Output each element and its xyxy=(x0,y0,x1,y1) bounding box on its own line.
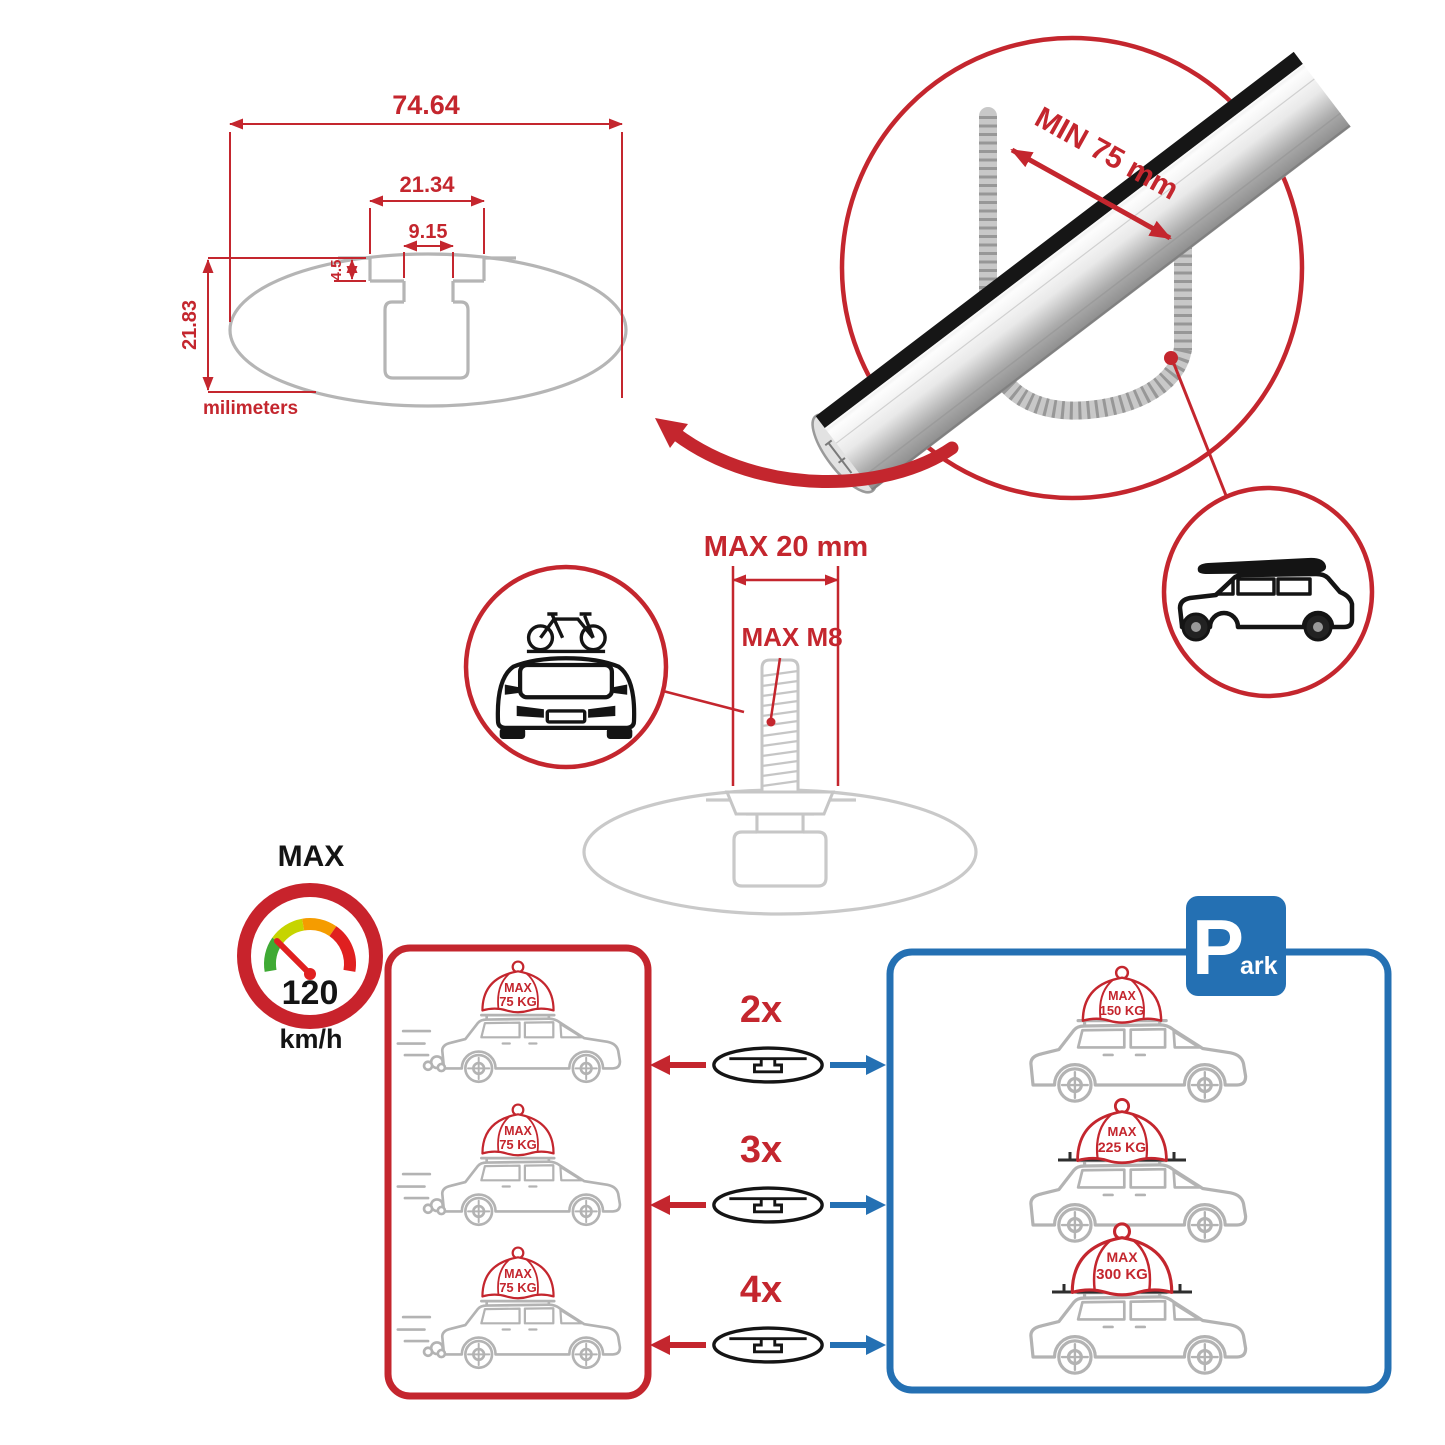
driving-panel: MAX 75 KG MAX 75 KG MAX 75 KG xyxy=(384,944,652,1400)
cargo-max-label: MAX xyxy=(504,1267,532,1281)
speed-limit-badge: MAX 120 km/h xyxy=(237,840,383,1054)
right-car-row: MAX 150 KG xyxy=(1029,965,1248,1103)
roofbox-car-circle xyxy=(1161,485,1375,699)
headlight-icon xyxy=(588,705,616,718)
cargo-max-label: MAX xyxy=(1106,1249,1138,1265)
crossbar-count-column: 2x 3x 4x xyxy=(650,989,886,1364)
dim-step-depth-label: 4.5 xyxy=(328,260,345,281)
cargo-max-label: MAX xyxy=(1108,989,1136,1003)
cargo-weight-label: 300 KG xyxy=(1096,1266,1148,1283)
count-label: 3x xyxy=(740,1129,782,1171)
park-sign: P ark xyxy=(1186,896,1286,996)
parking-panel: MAX 150 KG MAX 225 KG MAX 300 KG P ark xyxy=(886,896,1392,1394)
count-row: 4x xyxy=(650,1269,886,1364)
cargo-max-label: MAX xyxy=(504,1124,532,1138)
count-label: 4x xyxy=(740,1269,782,1311)
tbolt-diagram: MAX 20 mm MAX M8 xyxy=(463,531,978,916)
crossbar-cross-section-icon xyxy=(712,1326,824,1364)
max-plate-label: MAX 20 mm xyxy=(704,531,868,563)
roof-box-icon xyxy=(1197,557,1327,574)
right-car-row: MAX 300 KG xyxy=(1029,1222,1248,1375)
curved-pointer-arrow xyxy=(655,418,959,488)
cargo-weight-label: 225 KG xyxy=(1098,1139,1146,1155)
callout-dot xyxy=(1164,351,1178,365)
right-car-row: MAX 225 KG xyxy=(1029,1098,1248,1243)
dim-total-width-label: 74.64 xyxy=(392,90,460,120)
bar-profile-outline xyxy=(228,252,628,408)
crossbar-render xyxy=(811,51,1351,494)
cargo-max-label: MAX xyxy=(1108,1124,1137,1139)
left-car-row: MAX 75 KG xyxy=(396,960,622,1084)
cargo-weight-label: 75 KG xyxy=(499,1280,537,1295)
count-row: 2x xyxy=(650,989,886,1084)
max-thread-label: MAX M8 xyxy=(741,622,842,652)
dim-slot-width-label: 9.15 xyxy=(409,221,448,243)
rubber-strip xyxy=(815,51,1303,429)
left-car-row: MAX 75 KG xyxy=(396,1103,622,1227)
crossbar-detail-circle: MIN 75 mm xyxy=(811,35,1351,501)
dim-channel-width-label: 21.34 xyxy=(399,172,455,197)
bolt-threads xyxy=(761,669,799,788)
bike-car-circle xyxy=(463,564,745,770)
max-plate-dimension xyxy=(731,566,840,786)
speed-max-label: MAX xyxy=(278,840,345,873)
speedometer-icon xyxy=(264,918,356,977)
cargo-max-label: MAX xyxy=(504,981,532,995)
headlight-icon xyxy=(516,705,544,718)
thread-callout-dot xyxy=(766,717,776,727)
park-letter: P xyxy=(1192,903,1244,991)
units-label: milimeters xyxy=(203,398,298,419)
speed-units-label: km/h xyxy=(279,1024,342,1054)
left-car-row: MAX 75 KG xyxy=(396,1246,622,1370)
tbolt-illustration xyxy=(724,658,836,834)
dimension-lines xyxy=(202,118,623,398)
crossbar-cross-section-icon xyxy=(712,1186,824,1224)
dim-total-height-label: 21.83 xyxy=(179,300,201,350)
count-row: 3x xyxy=(650,1129,886,1224)
roofbox-car-illustration xyxy=(1177,557,1355,642)
count-label: 2x xyxy=(740,989,782,1031)
park-suffix: ark xyxy=(1240,952,1278,980)
cargo-weight-label: 75 KG xyxy=(499,994,537,1009)
cargo-weight-label: 150 KG xyxy=(1100,1003,1145,1018)
callout-line xyxy=(1172,363,1229,499)
cargo-weight-label: 75 KG xyxy=(499,1137,537,1152)
cross-section-diagram: 74.64 21.34 9.15 4.5 21.83 milimeters xyxy=(179,90,628,419)
speed-value: 120 xyxy=(282,974,339,1012)
crossbar-cross-section-icon xyxy=(712,1046,824,1084)
bike-car-illustration xyxy=(495,612,637,739)
